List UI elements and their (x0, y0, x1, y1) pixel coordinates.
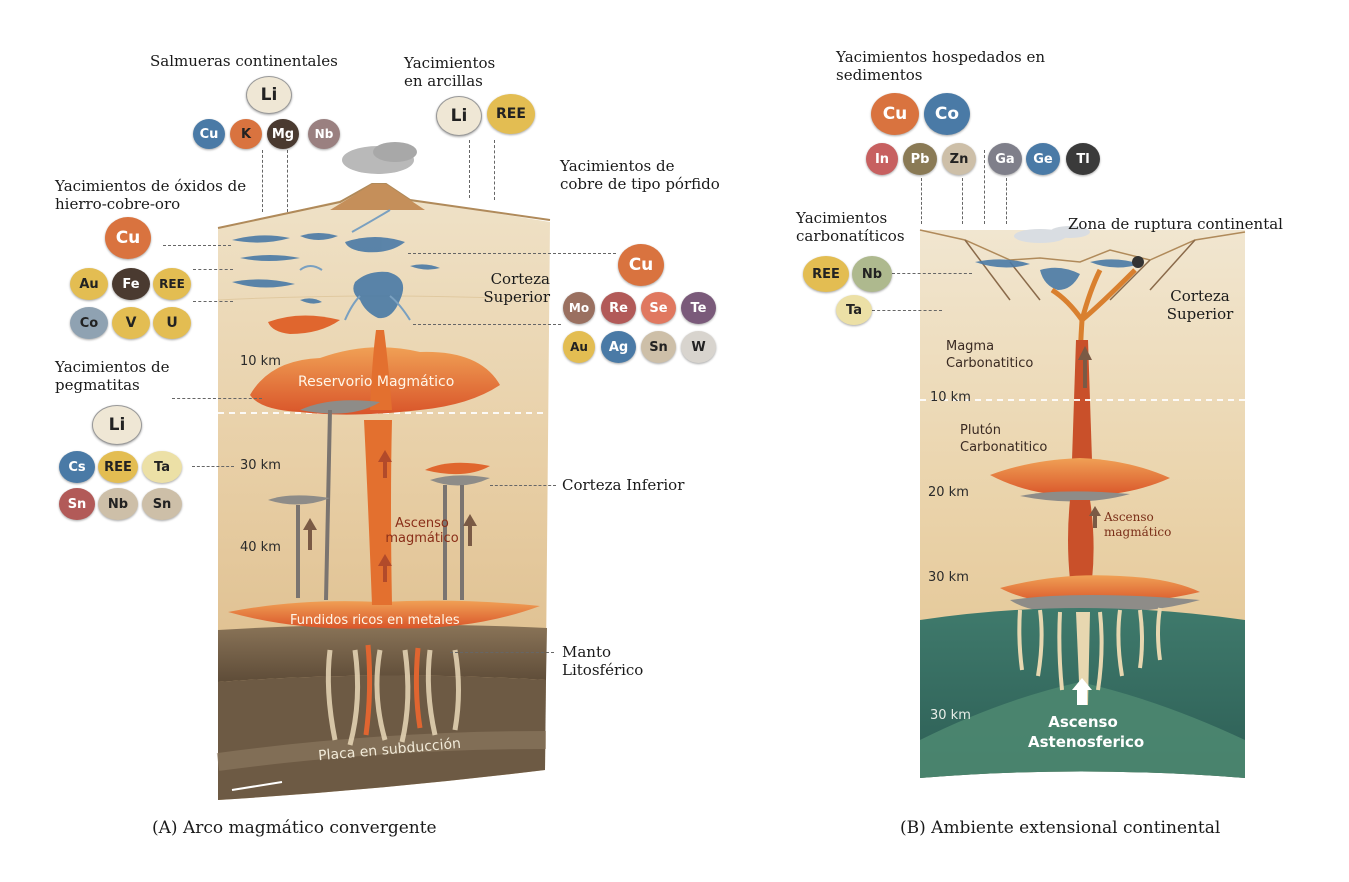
chip-carb-0: REE (803, 256, 849, 292)
label-fundidos: Fundidos ricos en metales (290, 613, 460, 628)
chip-oxidos-r2-1: V (112, 307, 150, 339)
leader (163, 245, 231, 246)
leader (193, 269, 233, 270)
chip-porfido-r1-0: Mo (563, 292, 595, 324)
label-corteza-inferior: Corteza Inferior (562, 476, 685, 494)
chip-oxidos-r1-2: REE (153, 268, 191, 300)
depth-a-40: 40 km (240, 540, 281, 555)
chip-porfido-r2-0: Au (563, 331, 595, 363)
chip-salmueras-1: K (230, 119, 262, 149)
volcano (330, 184, 425, 210)
depth-b-30: 30 km (928, 570, 969, 585)
chip-oxidos-r1-0: Au (70, 268, 108, 300)
leader (490, 485, 556, 486)
chip-carb-1: Nb (852, 256, 892, 292)
chip-sed-cu: Cu (871, 93, 919, 135)
leader (413, 324, 561, 325)
chip-porfido-r2-1: Ag (601, 331, 636, 363)
leader (262, 150, 263, 212)
label-salmueras: Salmueras continentales (150, 52, 338, 70)
chip-arcillas-li: Li (436, 96, 482, 136)
leader (921, 178, 922, 224)
leader (192, 466, 234, 467)
panel-b-column (919, 226, 1246, 778)
chip-salmueras-3: Nb (308, 119, 340, 149)
chip-sed-0: In (866, 143, 898, 175)
chip-porfido-r1-1: Re (601, 292, 636, 324)
caption-b: (B) Ambiente extensional continental (900, 818, 1221, 838)
label-astenosferico: Ascenso Astenosferico (1028, 713, 1145, 751)
depth-b-10: 10 km (930, 390, 971, 405)
label-manto: Manto Litosférico (562, 643, 644, 679)
leader (872, 310, 942, 311)
chip-porfido-r1-3: Te (681, 292, 716, 324)
chip-sed-2: Zn (942, 143, 976, 175)
depth-a-30: 30 km (240, 458, 281, 473)
chip-salmueras-0: Cu (193, 119, 225, 149)
carbonatite-pluton (990, 458, 1170, 496)
label-arcillas: Yacimientos en arcillas (404, 54, 496, 90)
leader (984, 150, 985, 224)
chip-sed-co: Co (924, 93, 970, 135)
chip-sed-3: Ga (988, 143, 1022, 175)
panel-a-column (216, 142, 551, 800)
leader (450, 652, 554, 653)
chip-oxidos-cu: Cu (105, 217, 151, 259)
chip-sed-4: Ge (1026, 143, 1060, 175)
leader (172, 398, 262, 399)
leader (193, 301, 233, 302)
chip-pegmatitas-li: Li (92, 405, 142, 445)
metal-rich-melts (228, 600, 540, 629)
label-corteza-superior-b: Corteza Superior (1166, 287, 1234, 323)
label-reservorio: Reservorio Magmático (298, 374, 455, 390)
label-oxidos: Yacimientos de óxidos de hierro-cobre-or… (55, 177, 247, 213)
chip-arcillas-ree: REE (487, 94, 535, 134)
chip-salmueras-li: Li (246, 76, 292, 114)
leader (892, 273, 972, 274)
chip-oxidos-r1-1: Fe (112, 268, 150, 300)
label-pluton-b: Plutón Carbonatitico (960, 423, 1048, 455)
caption-a: (A) Arco magmático convergente (152, 818, 437, 838)
label-ascenso-a: Ascenso magmático (385, 516, 459, 546)
label-ruptura: Zona de ruptura continental (1068, 215, 1283, 233)
chip-oxidos-r2-0: Co (70, 307, 108, 339)
chip-sed-1: Pb (903, 143, 937, 175)
label-magma-b: Magma Carbonatitico (946, 339, 1034, 371)
label-pegmatitas: Yacimientos de pegmatitas (55, 358, 170, 394)
chip-porfido-r2-3: W (681, 331, 716, 363)
label-porfido: Yacimientos de cobre de tipo pórfido (560, 157, 720, 193)
label-ascenso-b: Ascenso magmático (1104, 510, 1172, 539)
chip-sed-5: Tl (1066, 143, 1100, 175)
chip-peg-r1-0: Cs (59, 451, 95, 483)
leader (287, 150, 288, 212)
leader (469, 140, 470, 198)
depth-a-10: 10 km (240, 354, 281, 369)
chip-peg-r2-0: Sn (59, 488, 95, 520)
leader (494, 140, 495, 200)
leader (962, 178, 963, 224)
chip-carb-ta: Ta (836, 295, 872, 325)
chip-peg-r1-1: REE (98, 451, 138, 483)
leader (1006, 178, 1007, 224)
chip-peg-r1-2: Ta (142, 451, 182, 483)
chip-oxidos-r2-2: U (153, 307, 191, 339)
mantle-layer (218, 624, 547, 682)
chip-salmueras-2: Mg (267, 119, 299, 149)
label-sedimentos: Yacimientos hospedados en sedimentos (836, 48, 1046, 84)
chip-peg-r2-2: Sn (142, 488, 182, 520)
depth-b-30-lower: 30 km (930, 708, 971, 723)
chip-peg-r2-1: Nb (98, 488, 138, 520)
label-corteza-superior-a: Corteza Superior (483, 270, 550, 306)
chip-porfido-cu: Cu (618, 244, 664, 286)
leader (408, 253, 616, 254)
chip-porfido-r2-2: Sn (641, 331, 676, 363)
depth-b-20: 20 km (928, 485, 969, 500)
chip-porfido-r1-2: Se (641, 292, 676, 324)
label-carbonatiticos: Yacimientos carbonatíticos (796, 209, 905, 245)
